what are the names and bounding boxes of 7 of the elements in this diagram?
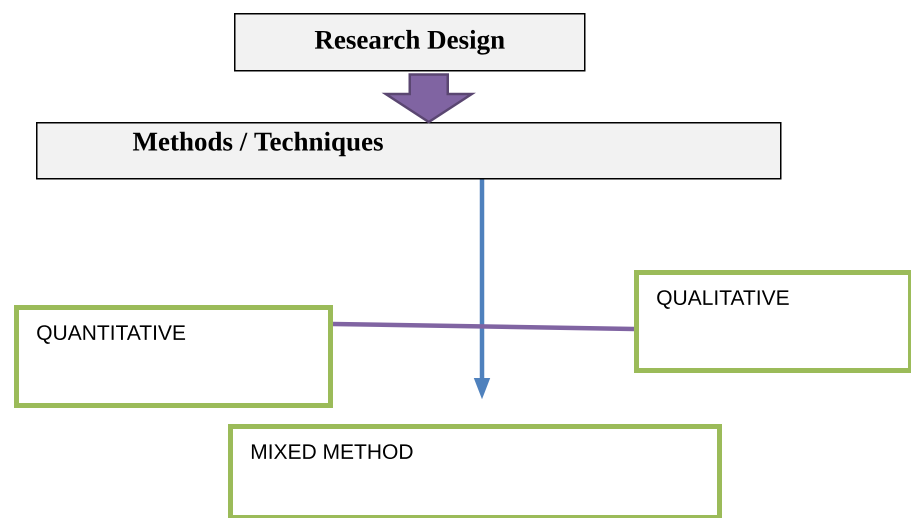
connector-line — [332, 322, 634, 332]
category-box: QUALITATIVE — [634, 270, 911, 373]
heading-box: Methods / Techniques — [36, 122, 782, 180]
heading-box: Research Design — [234, 13, 586, 72]
category-box: MIXED METHOD — [228, 424, 722, 518]
category-box: QUANTITATIVE — [14, 305, 333, 408]
block-arrow — [382, 73, 476, 124]
